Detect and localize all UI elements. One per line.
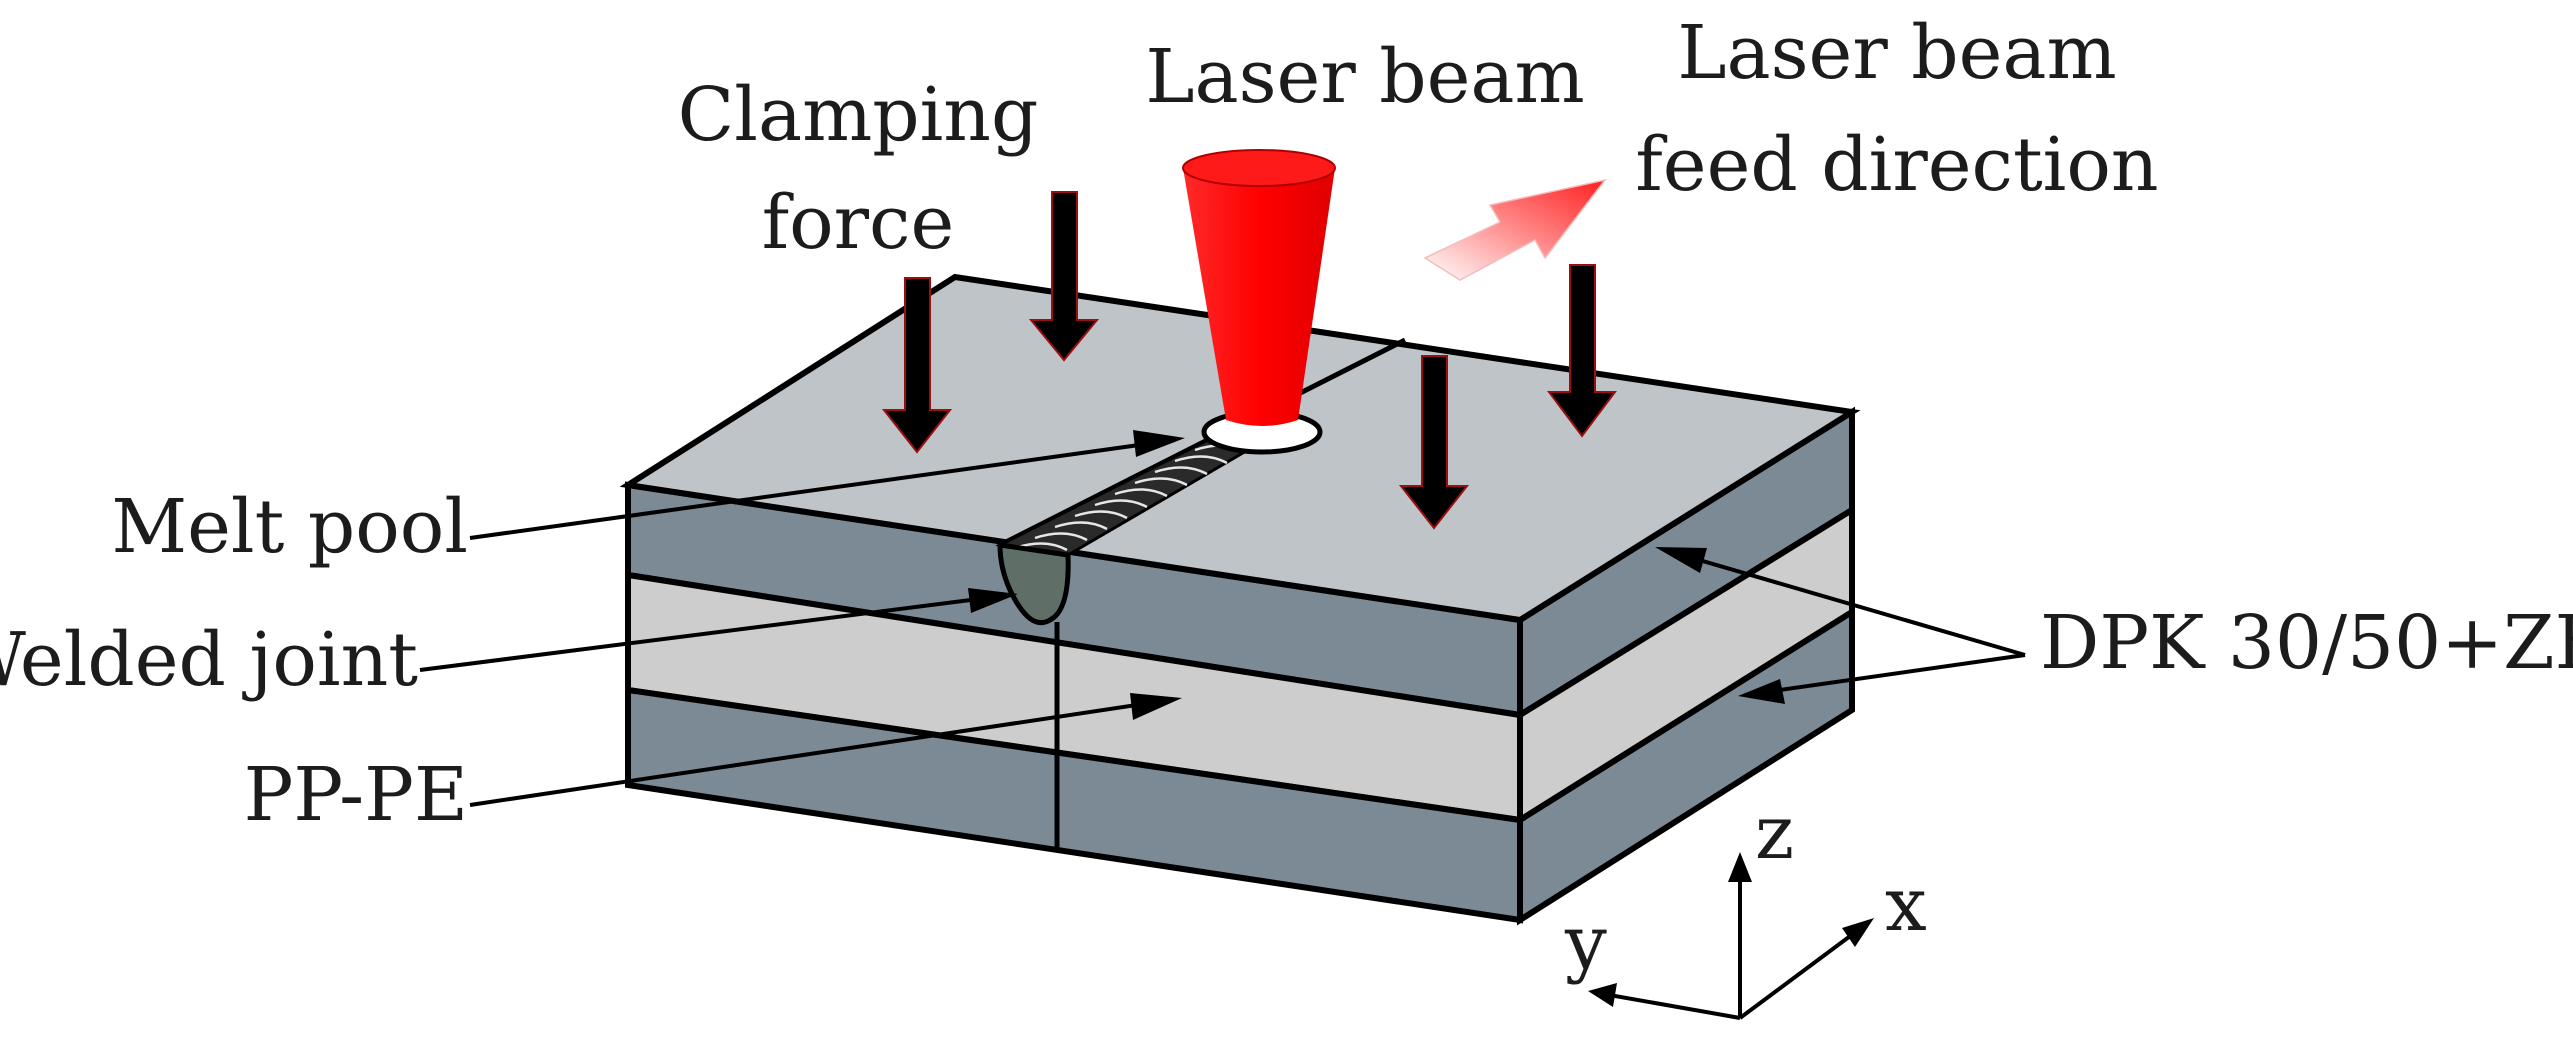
pp-pe-label: PP-PE <box>244 752 468 838</box>
melt-pool-leader <box>469 438 1176 540</box>
feed-direction-label-line2: feed direction <box>1635 122 2158 208</box>
x-axis <box>1738 923 1867 1020</box>
welded-joint-arrowhead <box>968 588 1018 613</box>
coordinate-axes <box>1597 862 1867 1020</box>
pp-pe-arrowhead <box>1130 693 1182 720</box>
feed-direction-arrow <box>1423 178 1607 281</box>
weld-ripples <box>1014 444 1246 552</box>
dpk-leader-lower <box>1744 653 2026 697</box>
welded-joint-label: Welded joint <box>0 617 418 703</box>
clamping-arrow-3 <box>1398 355 1470 530</box>
laser-beam-label: Laser beam <box>1145 34 1584 120</box>
dpk-leader-upper <box>1664 548 2026 657</box>
pp-pe-leader <box>469 698 1171 807</box>
laser-beam-cone <box>1182 149 1336 426</box>
clamping-arrow-2 <box>1028 191 1100 362</box>
axis-label-z: z <box>1755 790 1794 876</box>
x-axis-arrowhead <box>1842 918 1874 947</box>
melt-pool-label: Melt pool <box>111 484 468 570</box>
clamping-arrow-1 <box>881 277 953 454</box>
y-axis-arrowhead <box>1588 983 1617 1007</box>
melt-pool-arrowhead <box>1133 430 1185 457</box>
welded-joint-section <box>997 542 1071 626</box>
clamping-arrow-4 <box>1547 264 1617 438</box>
dpk-lower-arrowhead <box>1738 679 1785 704</box>
y-axis <box>1597 991 1741 1020</box>
dpk-upper-arrowhead <box>1655 547 1707 573</box>
welded-joint-leader <box>419 593 1011 672</box>
z-axis-arrowhead <box>1728 852 1752 882</box>
dpk-label: DPK 30/50+ZE <box>2040 600 2573 686</box>
axis-label-y: y <box>1564 900 1607 986</box>
axis-arrowheads <box>1588 852 1874 1007</box>
feed-direction-label-line1: Laser beam <box>1677 10 2116 96</box>
clamping-force-label-line2: force <box>762 180 955 266</box>
clamping-force-arrows <box>881 191 1617 530</box>
axis-label-x: x <box>1885 862 1927 948</box>
leader-lines <box>419 438 2026 807</box>
clamping-force-label-line1: Clamping <box>678 72 1039 158</box>
leader-arrowheads <box>968 430 1785 720</box>
